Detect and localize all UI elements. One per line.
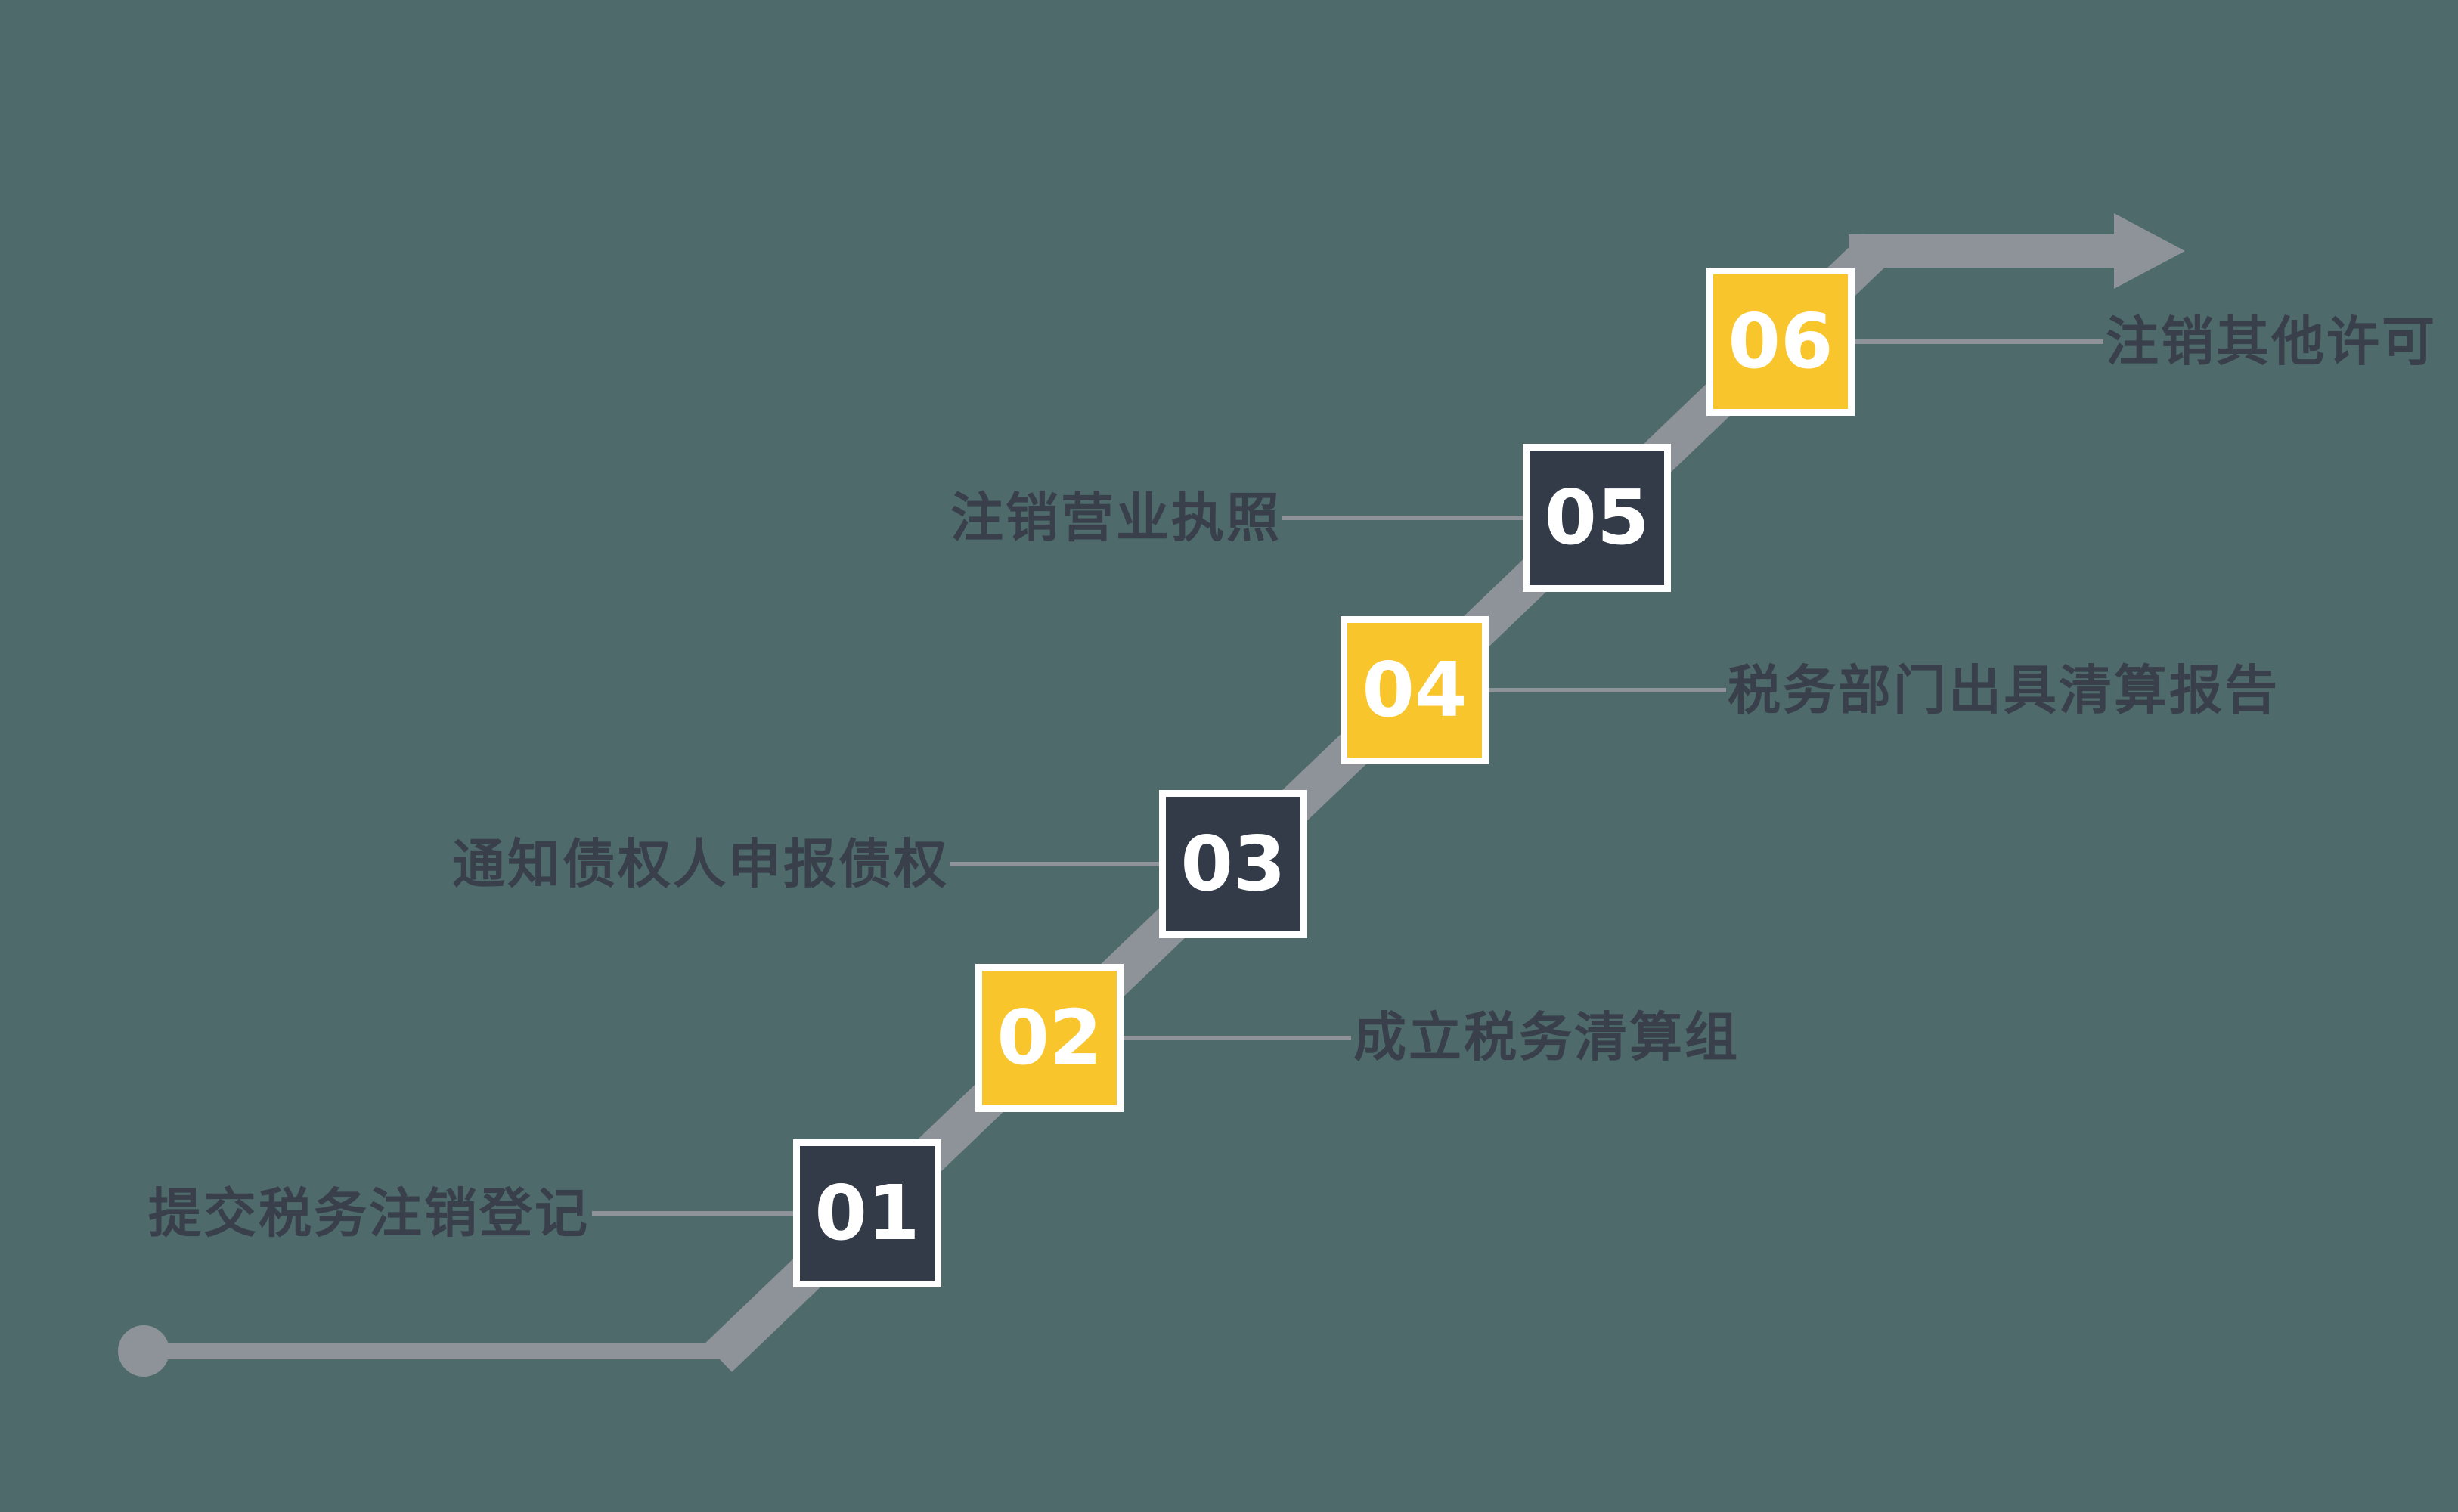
- step-01-box: 01: [793, 1139, 941, 1287]
- step-01-label: 提交税务注销登记: [148, 1182, 590, 1244]
- step-04-box: 04: [1341, 616, 1489, 764]
- step-03-connector: [950, 862, 1161, 866]
- step-06-number: 06: [1728, 297, 1833, 386]
- step-03-label: 通知债权人申报债权: [452, 833, 949, 895]
- step-02-connector: [1121, 1036, 1351, 1040]
- step-06-label: 注销其他许可: [2106, 311, 2437, 373]
- step-04-connector: [1486, 688, 1726, 692]
- arrowhead-icon: [2114, 213, 2185, 289]
- step-01-connector: [592, 1211, 796, 1216]
- step-03-number: 03: [1180, 820, 1286, 908]
- step-02-box: 02: [975, 964, 1124, 1112]
- step-05-box: 05: [1523, 444, 1671, 592]
- step-04-label: 税务部门出具清算报告: [1728, 659, 2280, 721]
- step-02-label: 成立税务清算组: [1353, 1006, 1740, 1068]
- step-03-box: 03: [1159, 790, 1307, 938]
- step-05-connector: [1282, 516, 1524, 520]
- step-06-box: 06: [1706, 268, 1855, 416]
- step-05-label: 注销营业执照: [950, 487, 1282, 549]
- step-04-number: 04: [1362, 646, 1468, 734]
- step-01-number: 01: [814, 1169, 920, 1257]
- step-02-number: 02: [997, 993, 1102, 1082]
- step-06-connector: [1852, 339, 2103, 344]
- step-05-number: 05: [1544, 473, 1650, 562]
